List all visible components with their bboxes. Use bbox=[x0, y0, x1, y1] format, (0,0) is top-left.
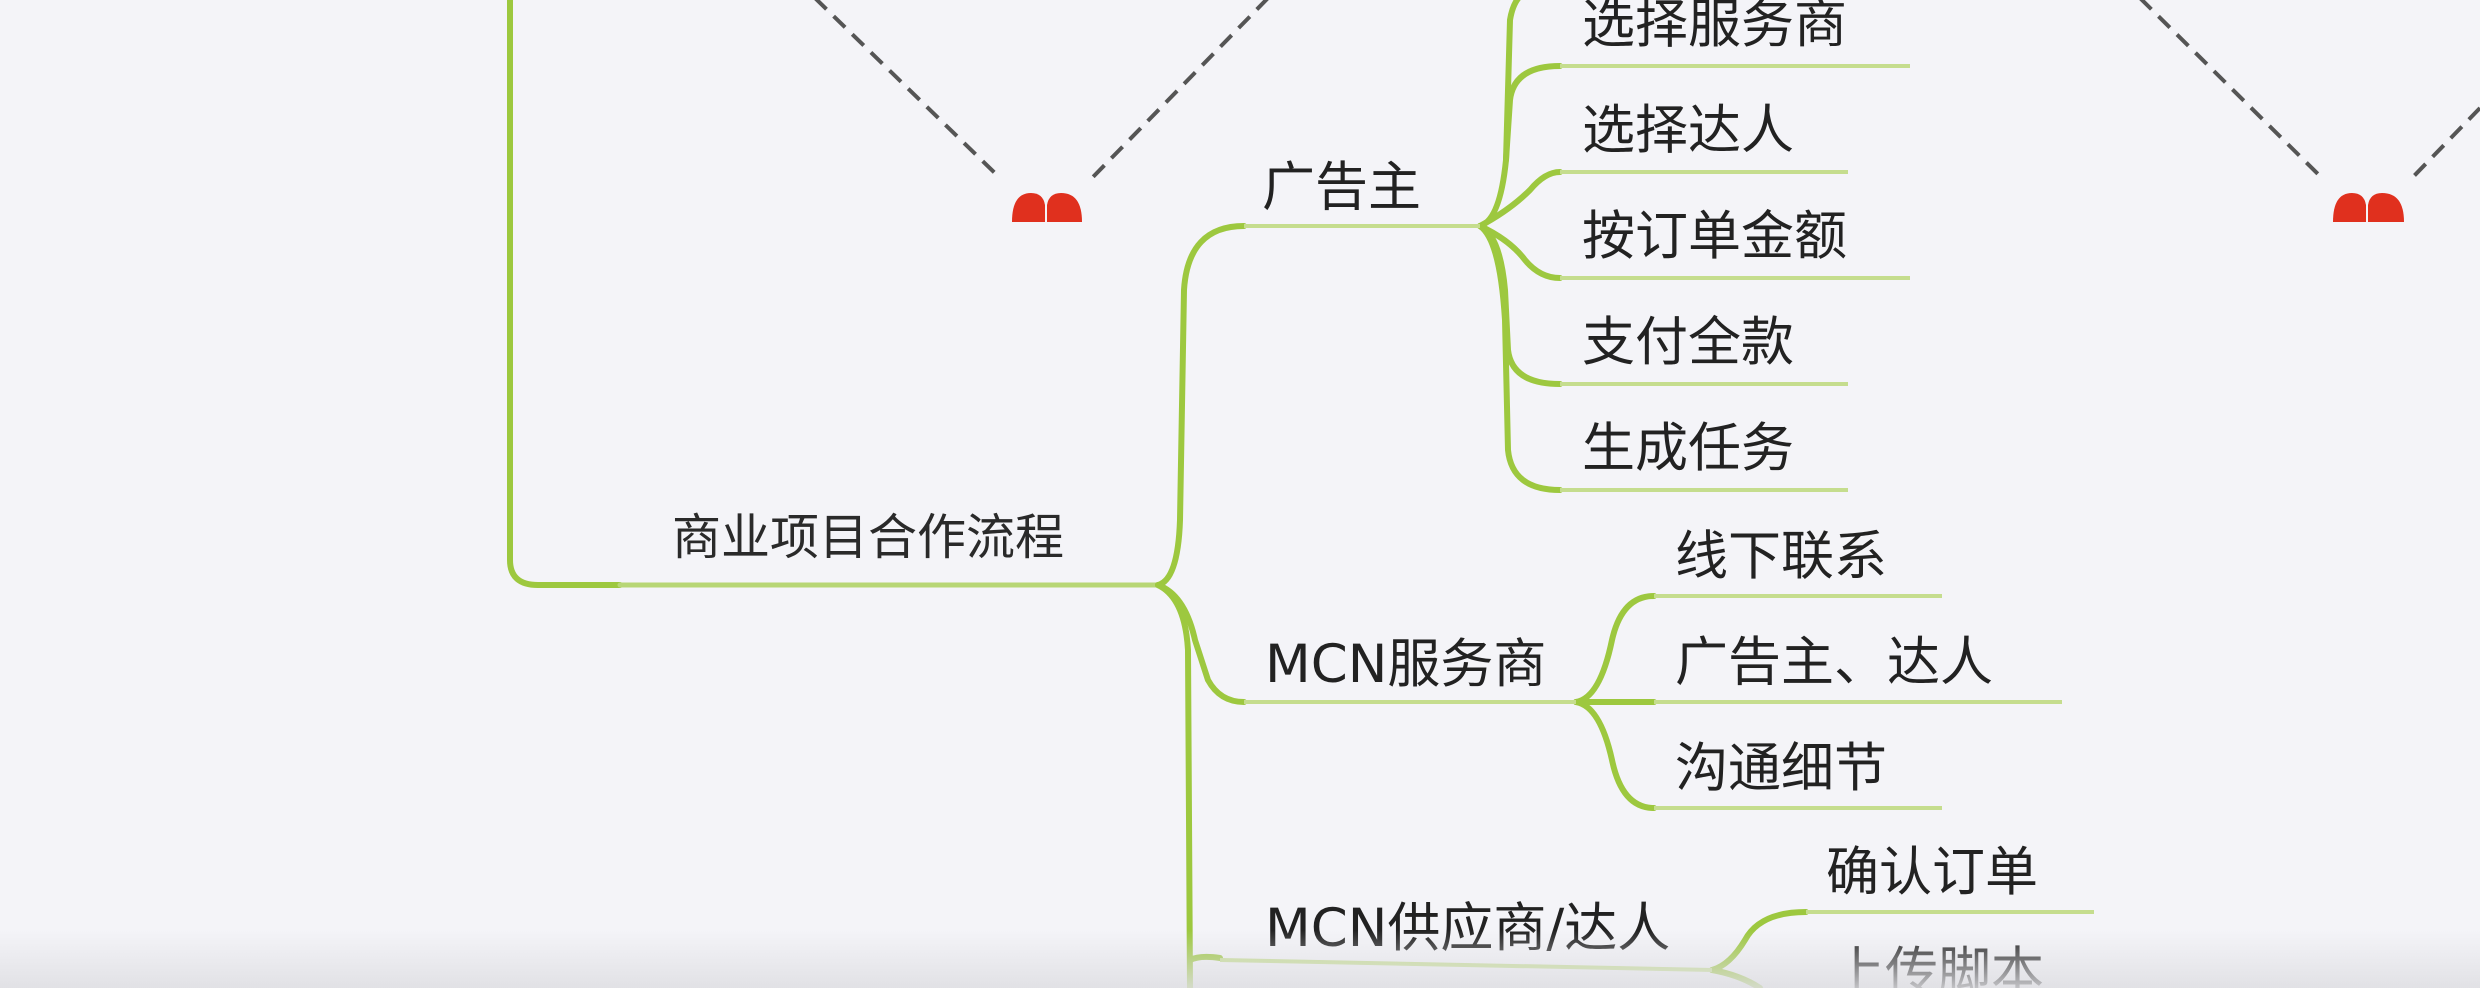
leaf-select-provider: 选择服务商 bbox=[1582, 0, 1847, 55]
connector-adv-5 bbox=[1477, 223, 1563, 493]
root-node-label: 商业项目合作流程 bbox=[672, 509, 1064, 566]
branch-advertiser-label: 广告主 bbox=[1262, 157, 1421, 218]
leaf-select-creator: 选择达人 bbox=[1582, 100, 1794, 161]
trunk-connector bbox=[507, 0, 623, 588]
branch-mcn-supplier-label: MCN供应商/达人 bbox=[1265, 898, 1670, 959]
connector-svc-2 bbox=[1573, 699, 1657, 811]
connector-root-mcn-service bbox=[1155, 582, 1247, 705]
connector-adv-2 bbox=[1477, 169, 1563, 229]
dashed-guides bbox=[814, 0, 2480, 180]
leaf-order-amount: 按订单金额 bbox=[1582, 206, 1847, 267]
connector-root-mcn-supplier bbox=[1155, 582, 1193, 988]
connector-sup-0 bbox=[1709, 909, 1809, 973]
leaf-pay-full: 支付全款 bbox=[1582, 312, 1794, 373]
label-underlines bbox=[1219, 64, 2094, 972]
connector-adv-3 bbox=[1477, 223, 1563, 281]
connector-sup-branch bbox=[1187, 953, 1223, 963]
connector-sup-1 bbox=[1709, 967, 1763, 988]
branch-mcn-service-label: MCN服务商 bbox=[1265, 634, 1546, 695]
connector-adv-0 bbox=[1503, 0, 1521, 163]
leaf-upload-script: 上传脚本 bbox=[1832, 942, 2044, 988]
pair-marker-icon bbox=[2333, 193, 2404, 222]
leaf-advertiser-creator: 广告主、达人 bbox=[1675, 632, 1993, 693]
dashed-line-left-b bbox=[1090, 0, 1269, 180]
dashed-line-right-b bbox=[2410, 106, 2480, 180]
leaf-communicate-details: 沟通细节 bbox=[1675, 738, 1887, 799]
pair-marker-icon bbox=[1012, 193, 1082, 222]
leaf-offline-contact: 线下联系 bbox=[1675, 526, 1887, 587]
dashed-line-right-a bbox=[2139, 0, 2324, 180]
leaf-confirm-order: 确认订单 bbox=[1826, 842, 2038, 903]
leaf-generate-task: 生成任务 bbox=[1582, 418, 1794, 479]
underline-branch-2 bbox=[1219, 958, 1713, 972]
dashed-line-left-a bbox=[814, 0, 1002, 180]
connector-svc-0 bbox=[1573, 593, 1657, 705]
connector-root-advertiser bbox=[1155, 223, 1247, 588]
